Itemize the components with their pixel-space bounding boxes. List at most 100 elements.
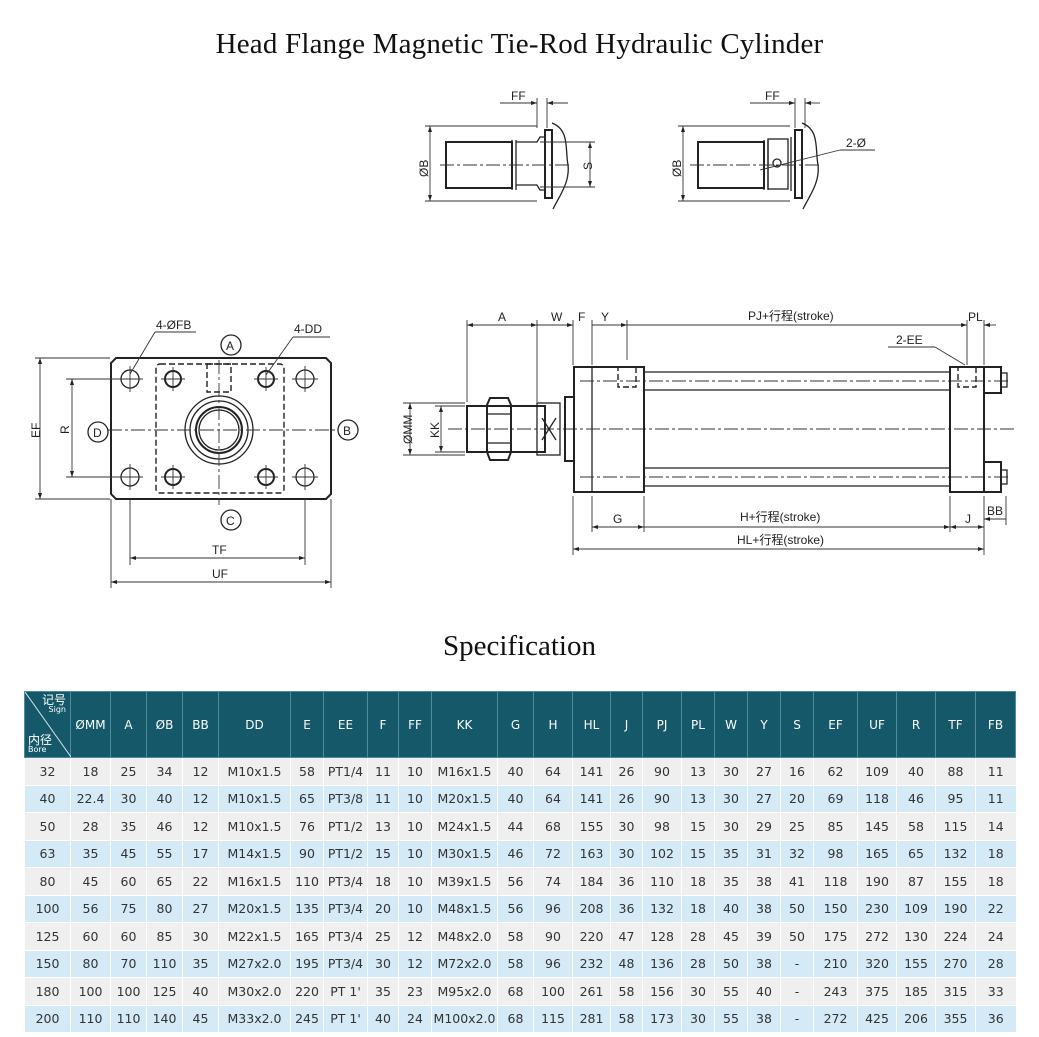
table-cell: 55	[146, 840, 183, 868]
table-cell: 85	[813, 812, 858, 841]
table-cell: 272	[813, 1005, 858, 1033]
table-cell: 26	[610, 785, 643, 813]
table-cell: 90	[642, 757, 682, 786]
table-cell: 13	[681, 757, 715, 786]
column-header: EF	[813, 691, 858, 758]
table-cell: 87	[896, 867, 936, 896]
table-cell: 25	[367, 922, 399, 951]
table-cell: 102	[642, 840, 682, 868]
table-cell: 30	[182, 922, 219, 951]
table-cell: PT3/4	[323, 922, 368, 951]
table-cell: 17	[182, 840, 219, 868]
dd-callout: 4-DD	[294, 322, 322, 336]
table-cell: 56	[497, 867, 534, 896]
table-cell: 132	[642, 895, 682, 923]
table-cell: 56	[497, 895, 534, 923]
table-cell: 145	[857, 812, 897, 841]
r-label: R	[58, 425, 72, 434]
bb-label: BB	[987, 504, 1003, 518]
bore-cell: 32	[24, 757, 71, 786]
column-header: KK	[431, 691, 498, 758]
table-cell: PT1/2	[323, 840, 368, 868]
table-cell: PT1/2	[323, 812, 368, 841]
table-cell: 35	[182, 950, 219, 978]
table-cell: 74	[533, 867, 573, 896]
table-cell: 141	[572, 785, 611, 813]
table-cell: 281	[572, 1005, 611, 1033]
table-cell: M10x1.5	[218, 785, 291, 813]
table-cell: 25	[110, 757, 147, 786]
table-cell: 141	[572, 757, 611, 786]
table-cell: 208	[572, 895, 611, 923]
table-cell: 15	[681, 840, 715, 868]
table-cell: 36	[610, 867, 643, 896]
table-cell: 109	[857, 757, 897, 786]
table-cell: 58	[896, 812, 936, 841]
table-cell: 10	[398, 812, 432, 841]
table-cell: 10	[398, 840, 432, 868]
table-cell: 24	[398, 1005, 432, 1033]
table-cell: M48x2.0	[431, 922, 498, 951]
column-header: G	[497, 691, 534, 758]
table-cell: 230	[857, 895, 897, 923]
table-cell: PT3/4	[323, 895, 368, 923]
table-cell: 30	[367, 950, 399, 978]
table-cell: 80	[146, 895, 183, 923]
table-cell: M14x1.5	[218, 840, 291, 868]
table-cell: 90	[290, 840, 324, 868]
table-cell: 47	[610, 922, 643, 951]
table-cell: 118	[813, 867, 858, 896]
table-cell: 165	[290, 922, 324, 951]
column-header: R	[896, 691, 936, 758]
table-cell: 28	[975, 950, 1016, 978]
table-cell: 375	[857, 977, 897, 1006]
table-cell: 30	[681, 1005, 715, 1033]
table-cell: 100	[110, 977, 147, 1006]
table-cell: 65	[290, 785, 324, 813]
table-cell: 315	[935, 977, 976, 1006]
table-cell: 150	[813, 895, 858, 923]
table-cell: 30	[714, 757, 748, 786]
bore-cell: 63	[24, 840, 71, 868]
table-cell: 184	[572, 867, 611, 896]
table-cell: 29	[747, 812, 781, 841]
pj-label: PJ+行程(stroke)	[748, 308, 834, 323]
table-cell: 50	[780, 895, 814, 923]
table-cell: 165	[857, 840, 897, 868]
diagonal-divider	[25, 692, 71, 757]
table-cell: 33	[975, 977, 1016, 1006]
s-label: S	[581, 162, 595, 170]
column-header: FB	[975, 691, 1016, 758]
table-cell: 38	[747, 867, 781, 896]
table-cell: 320	[857, 950, 897, 978]
bore-cell: 100	[24, 895, 71, 923]
table-cell: 30	[714, 785, 748, 813]
table-cell: 173	[642, 1005, 682, 1033]
table-cell: 11	[367, 785, 399, 813]
table-cell: 128	[642, 922, 682, 951]
table-cell: 45	[182, 1005, 219, 1033]
table-cell: 18	[70, 757, 111, 786]
table-cell: 32	[780, 840, 814, 868]
table-cell: 40	[896, 757, 936, 786]
column-header: PL	[681, 691, 715, 758]
table-cell: 243	[813, 977, 858, 1006]
table-cell: 16	[780, 757, 814, 786]
table-cell: 68	[497, 1005, 534, 1033]
detail-view-port-holes: FF ØB 2-Ø	[670, 89, 875, 210]
table-cell: M30x2.0	[218, 977, 291, 1006]
table-cell: 35	[110, 812, 147, 841]
bore-cell: 80	[24, 867, 71, 896]
table-cell: 70	[110, 950, 147, 978]
table-cell: 245	[290, 1005, 324, 1033]
table-cell: 40	[182, 977, 219, 1006]
table-cell: 30	[681, 977, 715, 1006]
table-cell: 34	[146, 757, 183, 786]
table-cell: 109	[896, 895, 936, 923]
table-cell: 35	[367, 977, 399, 1006]
table-cell: M33x2.0	[218, 1005, 291, 1033]
table-cell: 220	[572, 922, 611, 951]
table-cell: 26	[610, 757, 643, 786]
